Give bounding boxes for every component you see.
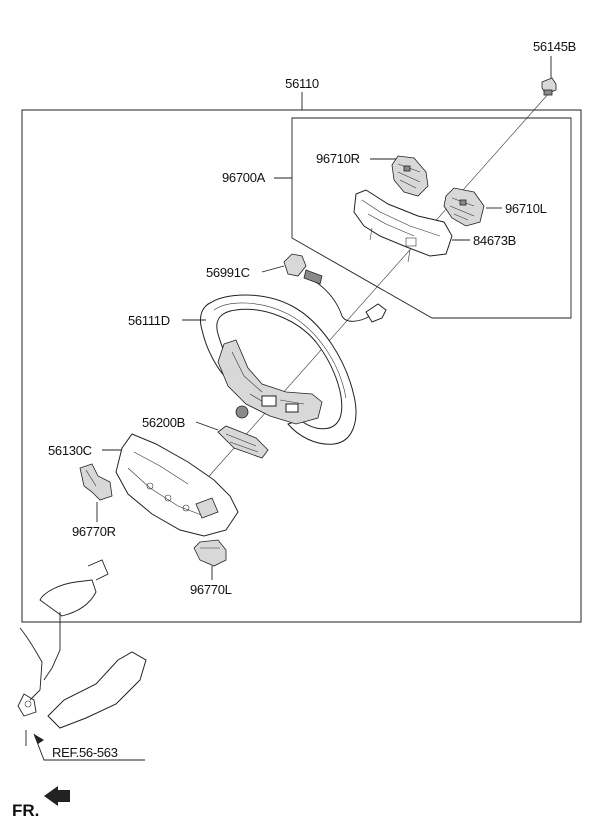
label-56110: 56110 (285, 76, 319, 91)
label-84673B: 84673B (473, 233, 516, 248)
harness-56991C (283, 253, 387, 323)
label-96700A: 96700A (222, 170, 266, 185)
steering-wheel-56111D (199, 294, 357, 445)
label-56200B: 56200B (142, 415, 185, 430)
leader-lines (96, 56, 552, 580)
label-56130C: 56130C (48, 443, 92, 458)
paddle-96770R (79, 463, 113, 501)
switch-96710R (391, 155, 429, 197)
label-front: FR. (12, 801, 39, 820)
center-axis-line (194, 91, 551, 493)
lower-cover-56130C (115, 433, 239, 537)
front-direction-arrow-icon (44, 786, 70, 806)
cover-56200B (217, 425, 269, 459)
label-56991C: 56991C (206, 265, 250, 280)
paddle-96770L (193, 539, 227, 567)
label-56111D: 56111D (128, 313, 170, 328)
label-56145B: 56145B (533, 39, 576, 54)
label-ref: REF.56-563 (52, 745, 118, 760)
assembly-frame (21, 109, 582, 623)
bracket-84673B (353, 189, 453, 263)
label-96710R: 96710R (316, 151, 360, 166)
switch-96710L (443, 187, 485, 227)
bolt-56145B (541, 77, 557, 96)
label-96770R: 96770R (72, 524, 116, 539)
switch-subassembly-frame (291, 117, 572, 319)
label-96710L: 96710L (505, 201, 547, 216)
steering-column (17, 559, 147, 761)
label-96770L: 96770L (190, 582, 232, 597)
